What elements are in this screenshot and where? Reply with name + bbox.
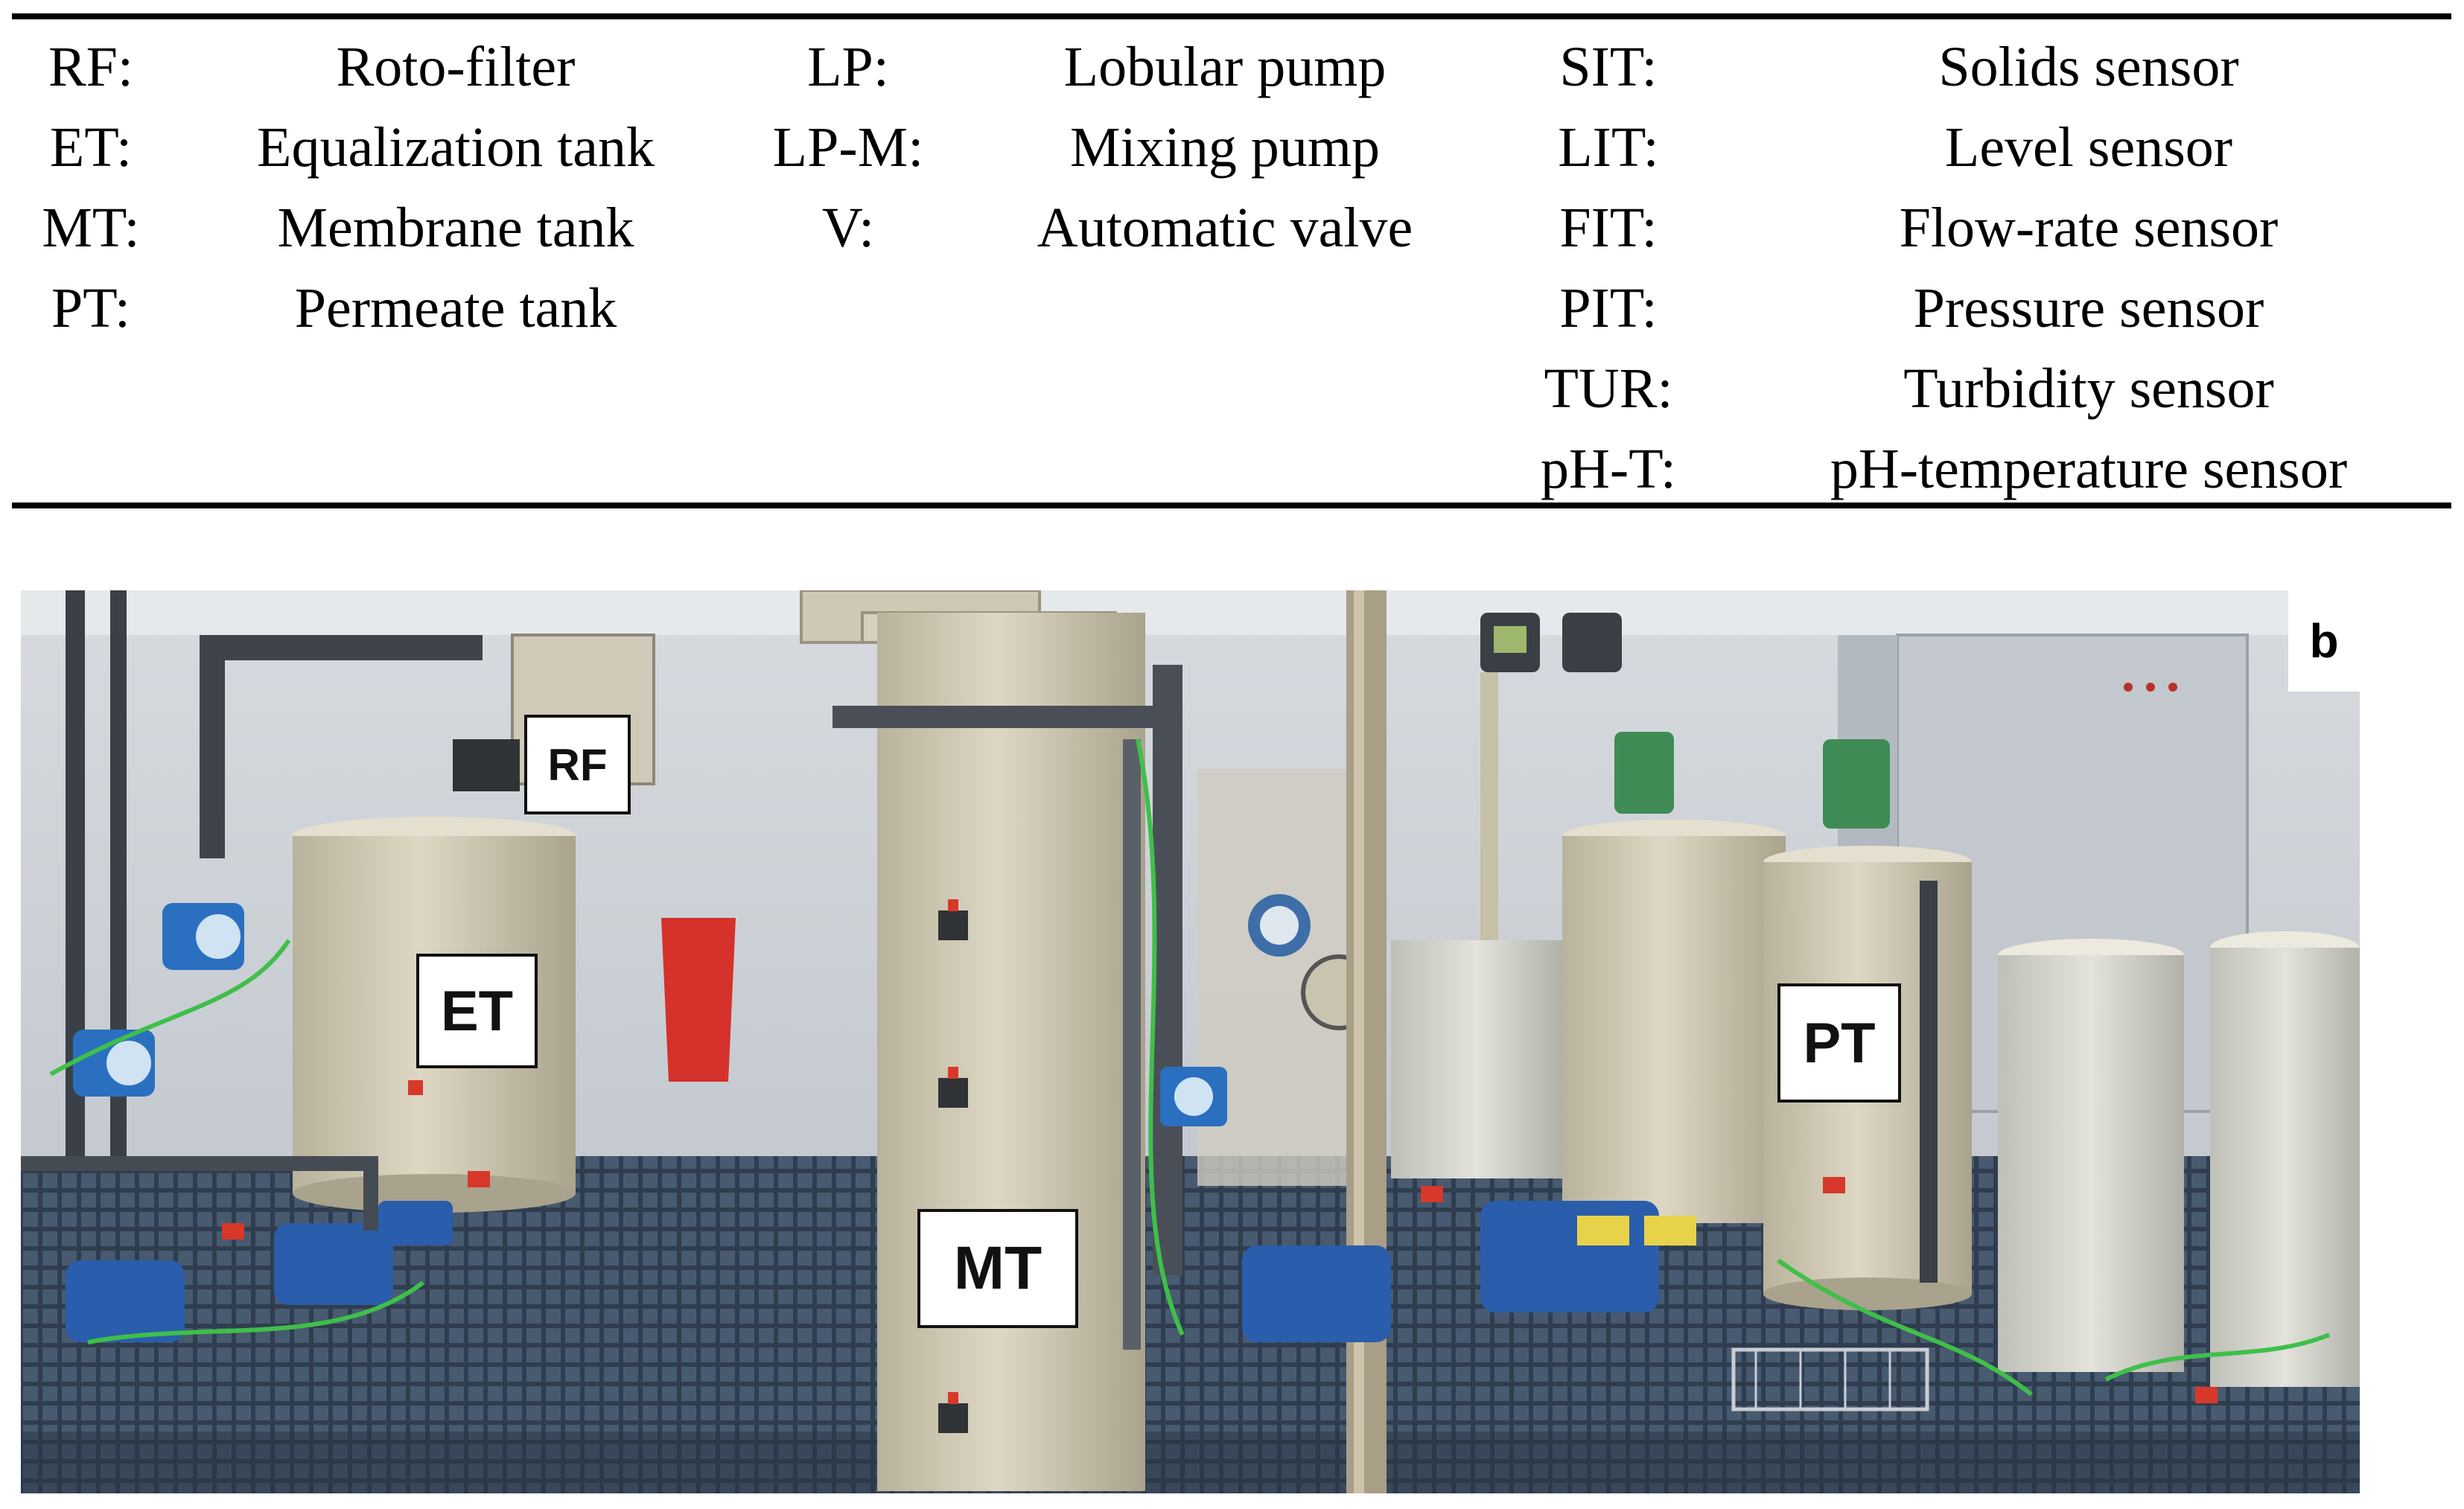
table-cell: ET: bbox=[49, 116, 133, 179]
table-cell: LP: bbox=[807, 36, 889, 98]
table-cell: Mixing pump bbox=[1070, 116, 1380, 179]
table-bottom-rule bbox=[12, 503, 2451, 508]
table-cell: FIT: bbox=[1559, 197, 1658, 259]
table-cell: Solids sensor bbox=[1938, 36, 2239, 98]
table-cell: Lobular pump bbox=[1063, 36, 1387, 98]
table-cell: Automatic valve bbox=[1037, 197, 1413, 259]
membrane-tank bbox=[877, 613, 1145, 1491]
label-mt: MT bbox=[917, 1209, 1078, 1328]
photo-illustration bbox=[21, 590, 2360, 1493]
label-pt: PT bbox=[1777, 983, 1901, 1103]
table-cell: Flow-rate sensor bbox=[1899, 197, 2279, 259]
table-cell: Equalization tank bbox=[257, 116, 655, 179]
table-cell: LIT: bbox=[1558, 116, 1659, 179]
table-cell: Turbidity sensor bbox=[1903, 357, 2274, 420]
table-cell: TUR: bbox=[1544, 357, 1673, 420]
table-cell: LP-M: bbox=[772, 116, 924, 179]
table-cell: Level sensor bbox=[1944, 116, 2233, 179]
label-rf: RF bbox=[524, 715, 631, 814]
table-cell: V: bbox=[821, 197, 875, 259]
panel-letter-b: b bbox=[2288, 590, 2360, 692]
table-cell: Roto-filter bbox=[336, 36, 576, 98]
table-cell: MT: bbox=[42, 197, 140, 259]
table-top-rule bbox=[12, 13, 2451, 19]
table-cell: PIT: bbox=[1559, 277, 1658, 339]
table-cell: pH-T: bbox=[1541, 438, 1676, 500]
table-cell: RF: bbox=[48, 36, 134, 98]
table-cell: PT: bbox=[51, 277, 131, 339]
table-cell: pH-temperature sensor bbox=[1830, 438, 2348, 500]
table-cell: Pressure sensor bbox=[1913, 277, 2264, 339]
plant-photograph: RF ET MT PT b bbox=[21, 590, 2360, 1493]
table-cell: Membrane tank bbox=[277, 197, 634, 259]
table-cell: SIT: bbox=[1559, 36, 1658, 98]
label-et: ET bbox=[416, 954, 538, 1068]
table-cell: Permeate tank bbox=[294, 277, 617, 339]
